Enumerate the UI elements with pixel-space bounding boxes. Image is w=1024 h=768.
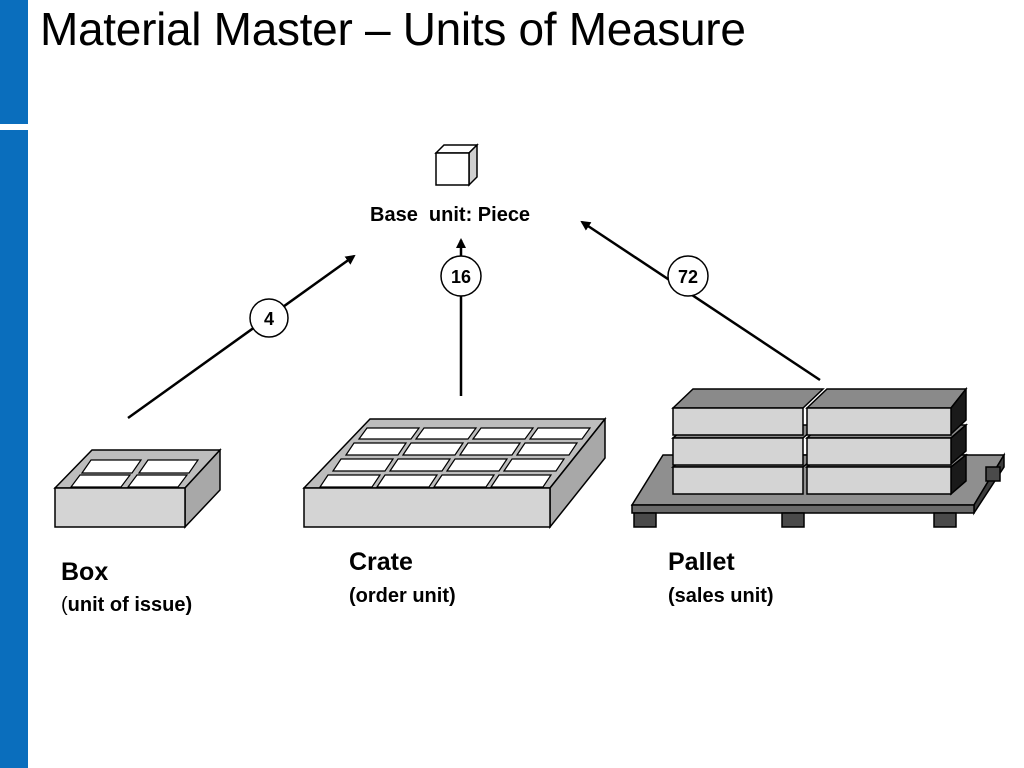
side-accent-bar-bottom (0, 130, 28, 768)
pallet-to-base-arrow (580, 220, 821, 382)
box-to-base-arrow (127, 254, 356, 420)
box-unit-name: Box (61, 558, 109, 586)
pallet-unit-role: (sales unit) (668, 585, 774, 607)
box-illustration (53, 448, 222, 529)
svg-text:4: 4 (264, 309, 274, 329)
crate-unit-name: Crate (349, 548, 413, 576)
crate-unit-role: (order unit) (349, 585, 456, 607)
svg-text:16: 16 (451, 267, 471, 287)
factor-badge-pallet: 72 (667, 255, 709, 297)
pallet-illustration (630, 386, 1006, 528)
base-unit-label: Base unit: Piece (370, 204, 531, 226)
cube-icon (434, 143, 479, 187)
svg-text:72: 72 (678, 267, 698, 287)
page-title: Material Master – Units of Measure (40, 3, 746, 55)
crate-illustration (302, 416, 607, 530)
side-accent-bar-top (0, 0, 28, 124)
box-role-paren: ( (61, 594, 68, 616)
factor-badge-crate: 16 (440, 255, 482, 297)
factor-badge-box: 4 (249, 298, 289, 338)
box-role-text: unit of issue) (67, 594, 193, 616)
side-accent-gap (0, 124, 28, 130)
box-unit-role: (unit of issue) (61, 594, 192, 617)
pallet-unit-name: Pallet (668, 548, 735, 576)
